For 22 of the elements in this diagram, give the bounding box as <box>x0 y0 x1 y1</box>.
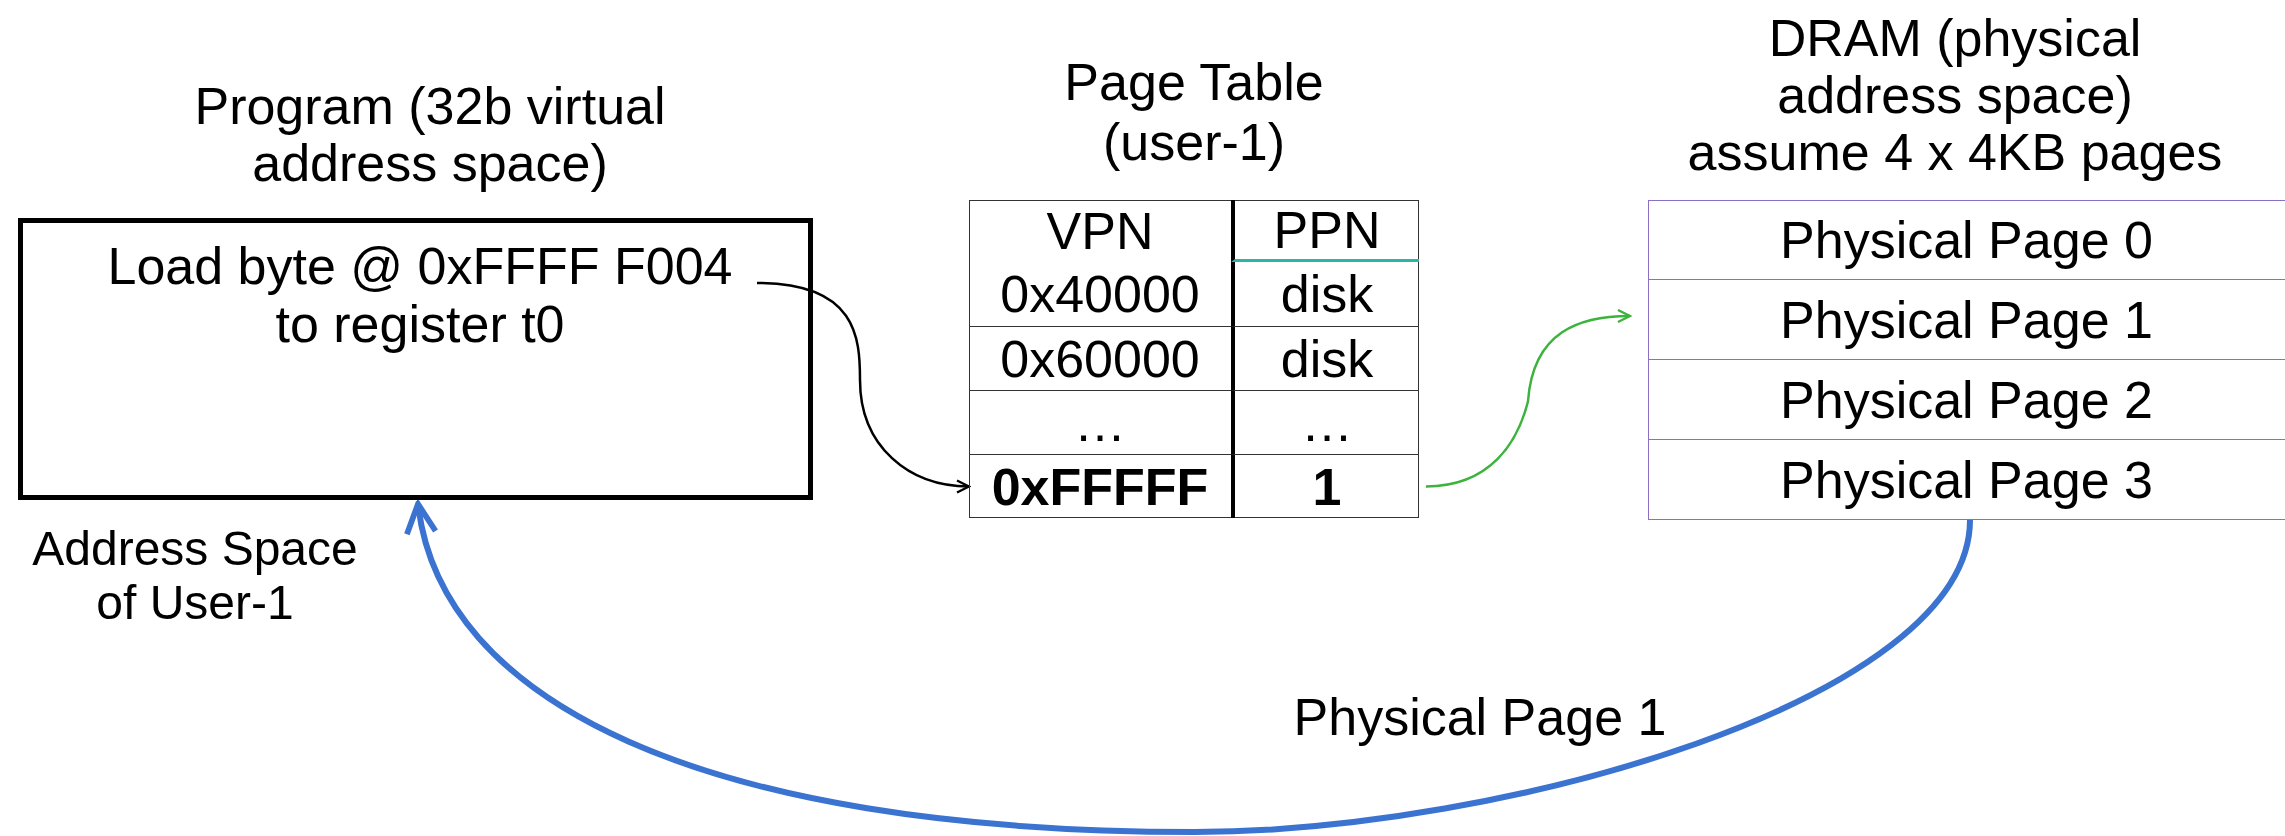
table-cell: 1 <box>1231 455 1419 518</box>
table-cell: … <box>1231 391 1419 455</box>
box-heading: Program (32b virtual address space) <box>193 78 667 192</box>
arrow <box>1425 309 1632 488</box>
table-cell: disk <box>1231 262 1419 327</box>
arrow <box>407 501 1973 835</box>
table-cell: PPN <box>1231 200 1419 262</box>
memory-page: Physical Page 0 <box>1648 200 2285 280</box>
arrow <box>756 281 971 493</box>
table-cell: 0x40000 <box>969 262 1231 327</box>
table-cell: VPN <box>969 200 1231 262</box>
memory-page: Physical Page 1 <box>1648 280 2285 360</box>
dram-heading: DRAM (physical address space) assume 4 x 4KB pages <box>1686 10 2224 181</box>
caption-text: Address Space of User-1 <box>31 522 359 630</box>
table-cell: 0xFFFFF <box>969 455 1231 518</box>
table-cell: … <box>969 391 1231 455</box>
memory-page: Physical Page 2 <box>1648 360 2285 440</box>
instruction-text: Load byte @ 0xFFFF F004 to register t0 <box>106 236 734 353</box>
table-heading: Page Table (user-1) <box>1063 52 1325 172</box>
table-cell: disk <box>1231 327 1419 391</box>
memory-page: Physical Page 3 <box>1648 440 2285 520</box>
table-cell: 0x60000 <box>969 327 1231 391</box>
